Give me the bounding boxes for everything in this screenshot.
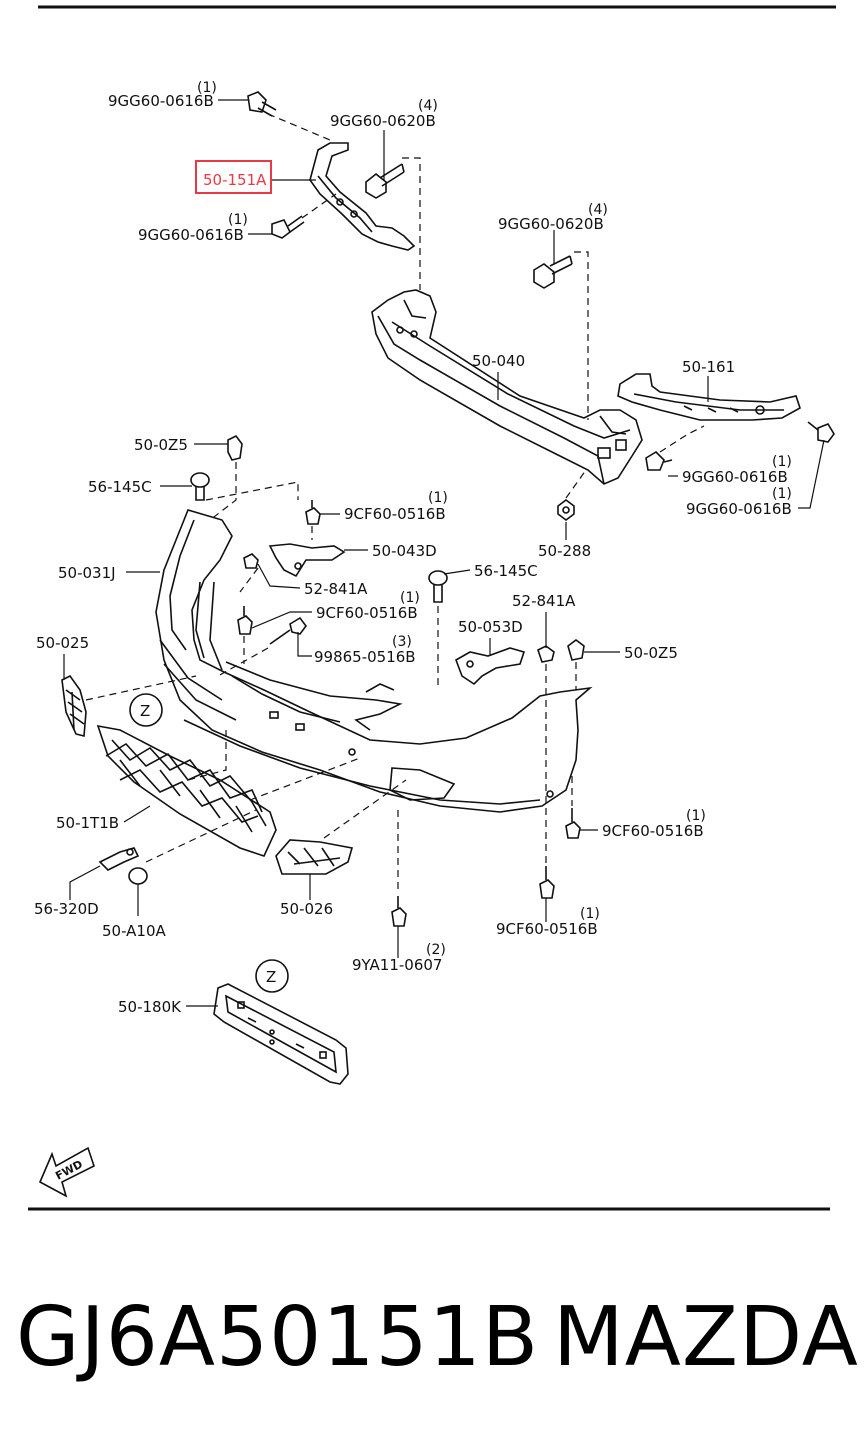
qty-label: (1) (228, 212, 248, 228)
screw-9ya11-0607[interactable] (391, 896, 407, 927)
reinforcement-50-040[interactable] (371, 289, 643, 485)
qty-label: (2) (426, 942, 446, 958)
callout-9gg60-0616b[interactable]: 9GG60-0616B (138, 226, 244, 244)
bracket-50-151a[interactable] (309, 142, 416, 251)
screw-9gg60-0616b-right-b[interactable] (807, 421, 835, 443)
z-marker-circle-b (255, 959, 289, 993)
callout-50-288[interactable]: 50-288 (538, 542, 591, 560)
qty-label: (1) (400, 590, 420, 606)
grille-50-1t1b[interactable] (96, 724, 277, 857)
callout-50-151a[interactable]: 50-151A (203, 171, 267, 189)
nut-52-841a-left[interactable] (243, 553, 259, 569)
screw-9cf60-0516b-top[interactable] (305, 500, 321, 525)
bumper-cover-50-031j[interactable] (155, 509, 593, 813)
callout-50-0z5[interactable]: 50-0Z5 (134, 436, 188, 454)
callout-9cf60-0516b[interactable]: 9CF60-0516B (602, 822, 704, 840)
qty-label: (1) (772, 486, 792, 502)
screw-9gg60-0616b-left[interactable] (271, 215, 305, 239)
callout-50-025[interactable]: 50-025 (36, 634, 89, 652)
cap-50-a10a[interactable] (128, 867, 148, 885)
bracket-50-043d[interactable] (268, 543, 346, 578)
parts-diagram: (1) 9GG60-0616B (4) 9GG60-0620B 50-151A … (28, 5, 836, 1211)
callout-52-841a[interactable]: 52-841A (512, 592, 576, 610)
bracket-50-161[interactable] (617, 373, 801, 421)
nut-52-841a-right[interactable] (537, 645, 555, 663)
screw-9gg60-0616b-top[interactable] (247, 91, 277, 117)
callout-50-a10a[interactable]: 50-A10A (102, 922, 167, 940)
license-bracket-50-180k[interactable] (213, 983, 349, 1085)
clip-56-145c-mid[interactable] (428, 570, 448, 603)
callout-9gg60-0616b[interactable]: 9GG60-0616B (682, 468, 788, 486)
callout-50-053d[interactable]: 50-053D (458, 618, 523, 636)
callout-9gg60-0616b[interactable]: 9GG60-0616B (108, 92, 214, 110)
qty-label: (1) (428, 490, 448, 506)
callout-50-043d[interactable]: 50-043D (372, 542, 437, 560)
z-marker-b: Z (266, 968, 276, 986)
z-marker-circle-a (129, 693, 163, 727)
callout-50-031j[interactable]: 50-031J (58, 564, 116, 582)
callout-99865-0516b[interactable]: 99865-0516B (314, 648, 416, 666)
callout-50-026[interactable]: 50-026 (280, 900, 333, 918)
clip-50-0z5-right[interactable] (567, 639, 585, 661)
callout-50-180k[interactable]: 50-180K (118, 998, 182, 1016)
bracket-56-320d[interactable] (98, 847, 140, 871)
fwd-arrow-icon: FWD (38, 1146, 95, 1198)
qty-label: (4) (588, 202, 608, 218)
qty-label: (1) (197, 80, 217, 96)
nut-50-288[interactable] (557, 499, 575, 521)
bracket-50-053d[interactable] (455, 647, 526, 686)
clip-50-0z5-left[interactable] (227, 434, 243, 461)
callout-50-1t1b[interactable]: 50-1T1B (56, 814, 119, 832)
brand-name: MAZDA (553, 1290, 859, 1385)
screw-9cf60-0516b-lower-right[interactable] (565, 808, 581, 839)
callout-9gg60-0620b[interactable]: 9GG60-0620B (498, 215, 604, 233)
screw-9cf60-0516b-mid[interactable] (237, 606, 253, 635)
callout-9gg60-0616b[interactable]: 9GG60-0616B (686, 500, 792, 518)
qty-label: (4) (418, 98, 438, 114)
callout-9cf60-0516b[interactable]: 9CF60-0516B (316, 604, 418, 622)
callout-56-145c[interactable]: 56-145C (474, 562, 538, 580)
caption: GJ6A50151B MAZDA (0, 1290, 864, 1410)
callout-52-841a[interactable]: 52-841A (304, 580, 368, 598)
callout-9ya11-0607[interactable]: 9YA11-0607 (352, 956, 442, 974)
qty-label: (3) (392, 634, 412, 650)
qty-label: (1) (772, 454, 792, 470)
bolt-9gg60-0620b-top[interactable] (365, 163, 405, 199)
z-marker-a: Z (140, 702, 150, 720)
screw-9gg60-0616b-right-a[interactable] (645, 450, 673, 471)
callout-56-320d[interactable]: 56-320D (34, 900, 99, 918)
callout-50-0z5[interactable]: 50-0Z5 (624, 644, 678, 662)
callout-56-145c[interactable]: 56-145C (88, 478, 152, 496)
callout-9gg60-0620b[interactable]: 9GG60-0620B (330, 112, 436, 130)
qty-label: (1) (686, 808, 706, 824)
fog-cover-50-026[interactable] (275, 839, 354, 875)
qty-label: (1) (580, 906, 600, 922)
callout-50-161[interactable]: 50-161 (682, 358, 735, 376)
highlight-box-50-151a (195, 160, 272, 194)
screw-9cf60-0516b-bottom[interactable] (539, 866, 555, 899)
part-number: GJ6A50151B (16, 1290, 540, 1385)
clip-56-145c-left[interactable] (190, 472, 210, 501)
grille-50-025[interactable] (61, 674, 87, 738)
callout-9cf60-0516b[interactable]: 9CF60-0516B (496, 920, 598, 938)
bolt-9gg60-0620b-mid[interactable] (533, 255, 573, 289)
screw-99865-0516b[interactable] (269, 616, 307, 645)
callout-9cf60-0516b[interactable]: 9CF60-0516B (344, 505, 446, 523)
callout-50-040[interactable]: 50-040 (472, 352, 525, 370)
